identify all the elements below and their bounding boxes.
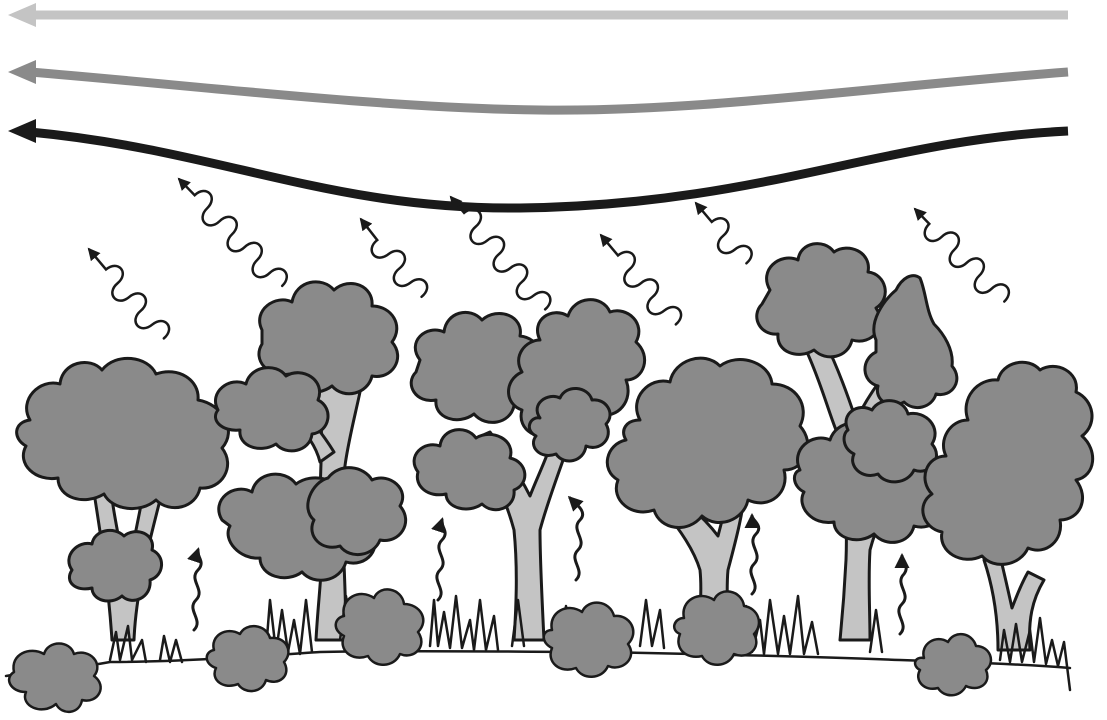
wavy-up-arrow-icon xyxy=(751,516,759,594)
wavy-up-arrow-icon xyxy=(899,556,906,634)
coil-arrow-icon xyxy=(80,242,173,346)
middle-arrow-head xyxy=(8,60,36,84)
wavy-up-arrow-icon xyxy=(193,550,201,630)
upper-arrow-head xyxy=(8,3,36,27)
air-flow-arrows xyxy=(8,3,1068,208)
tree-icon xyxy=(923,362,1093,650)
fern-icon xyxy=(207,626,289,691)
lower-arrow-head xyxy=(8,119,36,143)
fern-icon xyxy=(915,634,991,695)
forest-trees xyxy=(17,244,1093,650)
middle-air-flow-arrow xyxy=(30,72,1068,110)
lower-air-flow-arrow xyxy=(30,131,1068,208)
fern-icon xyxy=(674,591,759,664)
fern-icon xyxy=(544,603,634,677)
fern-icon xyxy=(9,644,101,712)
coil-arrow-icon xyxy=(171,171,291,294)
wavy-up-arrow-icon xyxy=(437,520,445,600)
wavy-up-arrow-icon xyxy=(570,498,583,580)
ground-line xyxy=(6,651,1070,676)
fern-icon xyxy=(336,589,424,664)
tree-icon xyxy=(215,282,405,640)
coil-arrow-icon xyxy=(687,196,756,271)
